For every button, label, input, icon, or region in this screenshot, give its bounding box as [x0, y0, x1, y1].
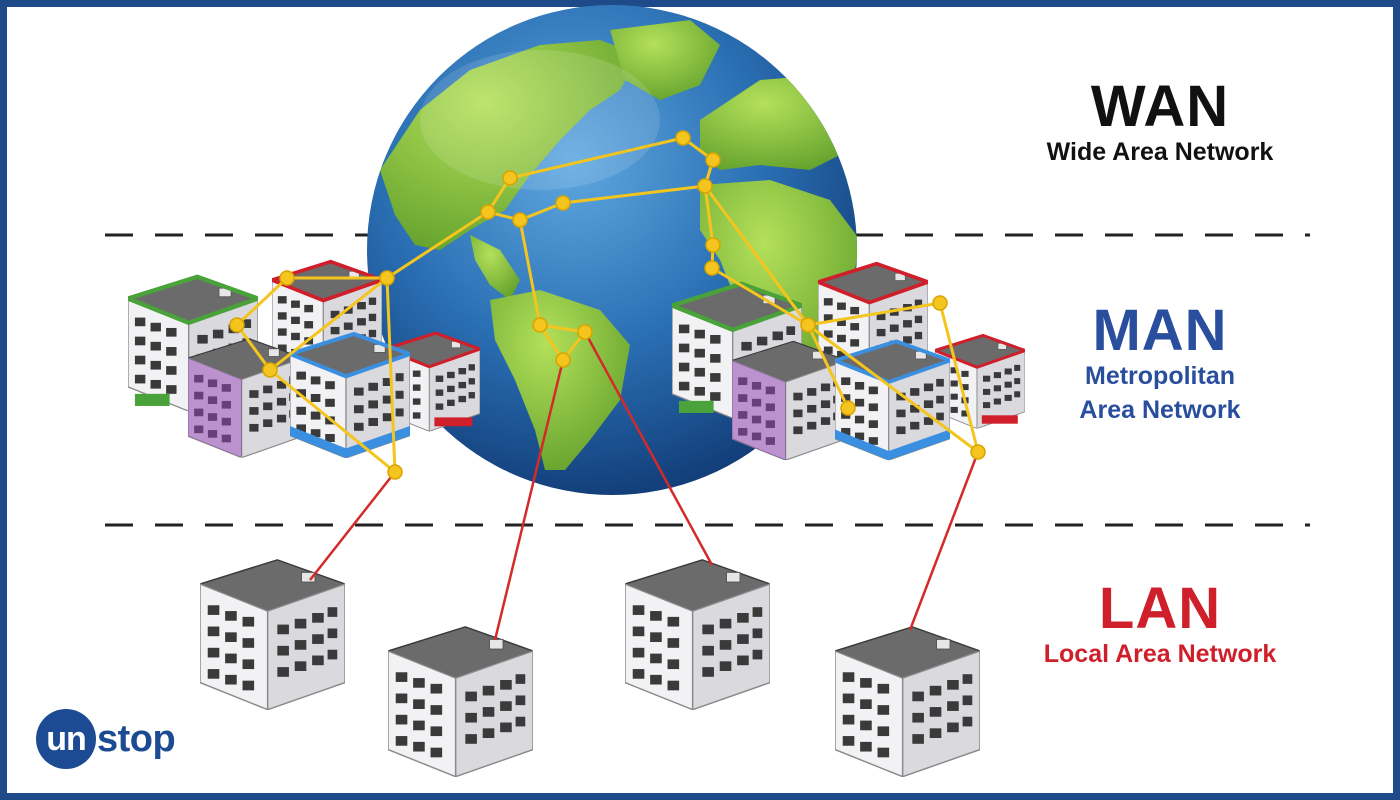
building-icon: [200, 559, 345, 710]
logo-badge: un: [36, 709, 96, 769]
network-node-icon: [229, 130, 986, 480]
lan-title: LAN: [1098, 576, 1222, 641]
wan-title: WAN: [1090, 74, 1230, 139]
wan-label: WAN Wide Area Network: [990, 78, 1330, 170]
man-subtitle-line2: Area Network: [1079, 395, 1241, 424]
lan-subtitle: Local Area Network: [1043, 640, 1277, 668]
lan-links: [309, 331, 980, 641]
building-icon: [625, 559, 770, 710]
lan-label: LAN Local Area Network: [990, 580, 1330, 672]
man-subtitle-line1: Metropolitan: [1085, 362, 1235, 390]
lan-buildings: [200, 559, 980, 777]
logo-text: stop: [97, 717, 176, 760]
building-icon: [835, 626, 980, 777]
wan-subtitle: Wide Area Network: [1046, 138, 1274, 166]
man-label: MAN Metropolitan Area Network: [990, 302, 1330, 428]
building-icon: [388, 626, 533, 777]
man-title: MAN: [1092, 298, 1228, 363]
building-icon: [732, 341, 847, 460]
unstop-logo: un stop: [36, 708, 176, 770]
